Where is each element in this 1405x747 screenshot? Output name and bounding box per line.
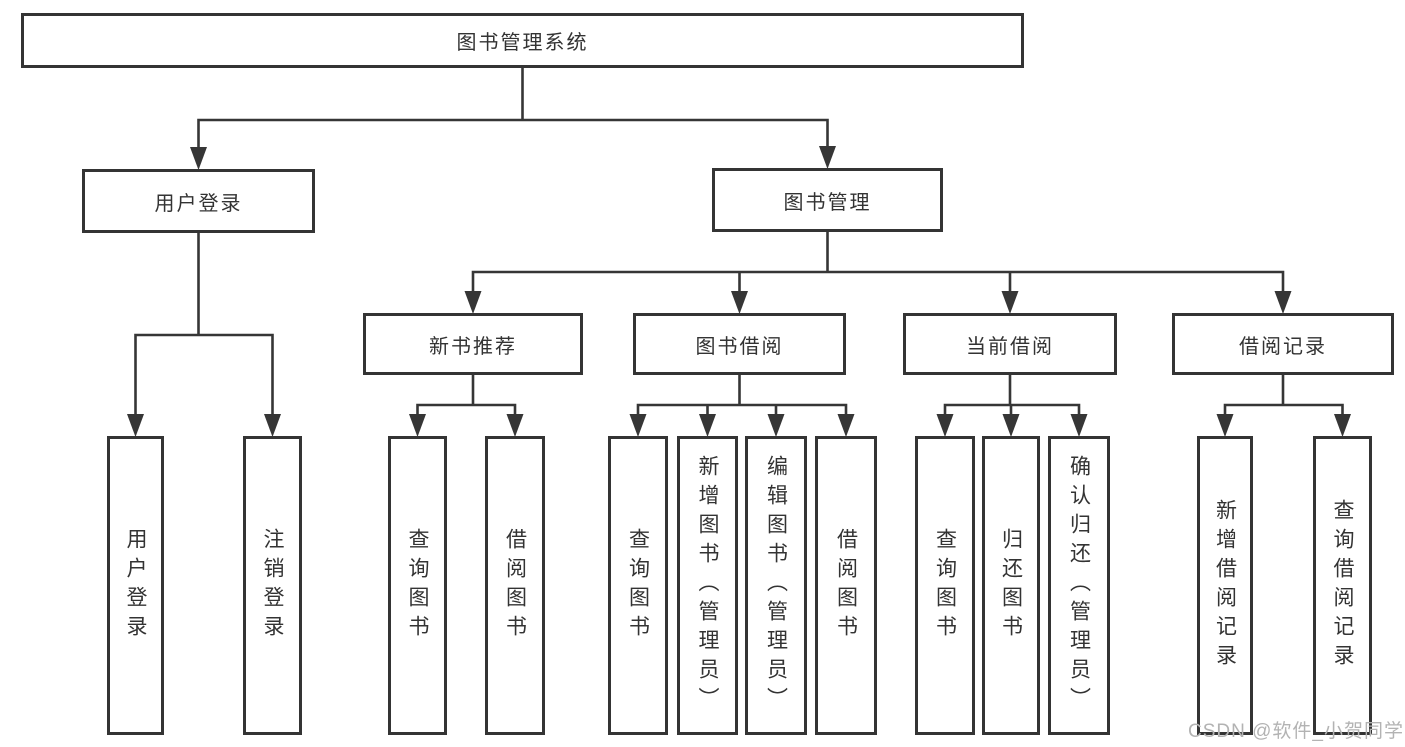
edge-from-root bbox=[197, 66, 829, 154]
node-root: 图书管理系统 bbox=[21, 13, 1024, 68]
edge-from-book-borrow bbox=[636, 373, 848, 421]
node-edit-book: 编辑图书︵管理员︶ bbox=[745, 436, 807, 735]
node-confirm-return: 确认归还︵管理员︶ bbox=[1048, 436, 1110, 735]
arrowhead-icon bbox=[1002, 414, 1020, 437]
node-borrow-book-2: 借阅图书 bbox=[815, 436, 877, 735]
arrowhead-icon bbox=[1274, 291, 1292, 314]
arrowhead-icon bbox=[127, 414, 144, 437]
node-borrow-record: 借阅记录 bbox=[1172, 313, 1394, 375]
arrowhead-icon bbox=[1001, 291, 1019, 314]
arrowhead-icon bbox=[409, 414, 426, 437]
node-logout-op: 注销登录 bbox=[243, 436, 302, 735]
edge-from-book-mgmt bbox=[471, 230, 1285, 298]
node-book-mgmt: 图书管理 bbox=[712, 168, 943, 232]
arrowhead-icon bbox=[767, 414, 785, 437]
node-book-borrow: 图书借阅 bbox=[633, 313, 846, 375]
edge-from-new-book-rec bbox=[416, 373, 517, 421]
edge-from-borrow-record bbox=[1223, 373, 1344, 421]
arrowhead-icon bbox=[464, 291, 482, 314]
node-add-book: 新增图书︵管理员︶ bbox=[677, 436, 738, 735]
node-borrow-book-1: 借阅图书 bbox=[485, 436, 545, 735]
arrowhead-icon bbox=[936, 414, 954, 437]
arrowhead-icon bbox=[190, 147, 207, 170]
node-query-book-2: 查询图书 bbox=[608, 436, 668, 735]
edge-from-user-login bbox=[134, 231, 274, 421]
node-add-borrow-record: 新增借阅记录 bbox=[1197, 436, 1253, 735]
edge-from-current-borrow bbox=[943, 373, 1081, 421]
node-current-borrow: 当前借阅 bbox=[903, 313, 1117, 375]
arrowhead-icon bbox=[506, 414, 524, 437]
arrowhead-icon bbox=[1334, 414, 1351, 437]
arrowhead-icon bbox=[1070, 414, 1088, 437]
arrowhead-icon bbox=[264, 414, 281, 437]
node-query-book-3: 查询图书 bbox=[915, 436, 975, 735]
arrowhead-icon bbox=[629, 414, 647, 437]
arrowhead-icon bbox=[837, 414, 855, 437]
node-query-book-1: 查询图书 bbox=[388, 436, 447, 735]
arrowhead-icon bbox=[1216, 414, 1234, 437]
node-user-login: 用户登录 bbox=[82, 169, 315, 233]
arrowhead-icon bbox=[699, 414, 716, 437]
node-query-borrow-record: 查询借阅记录 bbox=[1313, 436, 1372, 735]
node-new-book-rec: 新书推荐 bbox=[363, 313, 583, 375]
arrowhead-icon bbox=[731, 291, 748, 314]
arrowhead-icon bbox=[819, 146, 836, 169]
node-user-login-op: 用户登录 bbox=[107, 436, 164, 735]
node-return-book: 归还图书 bbox=[982, 436, 1040, 735]
